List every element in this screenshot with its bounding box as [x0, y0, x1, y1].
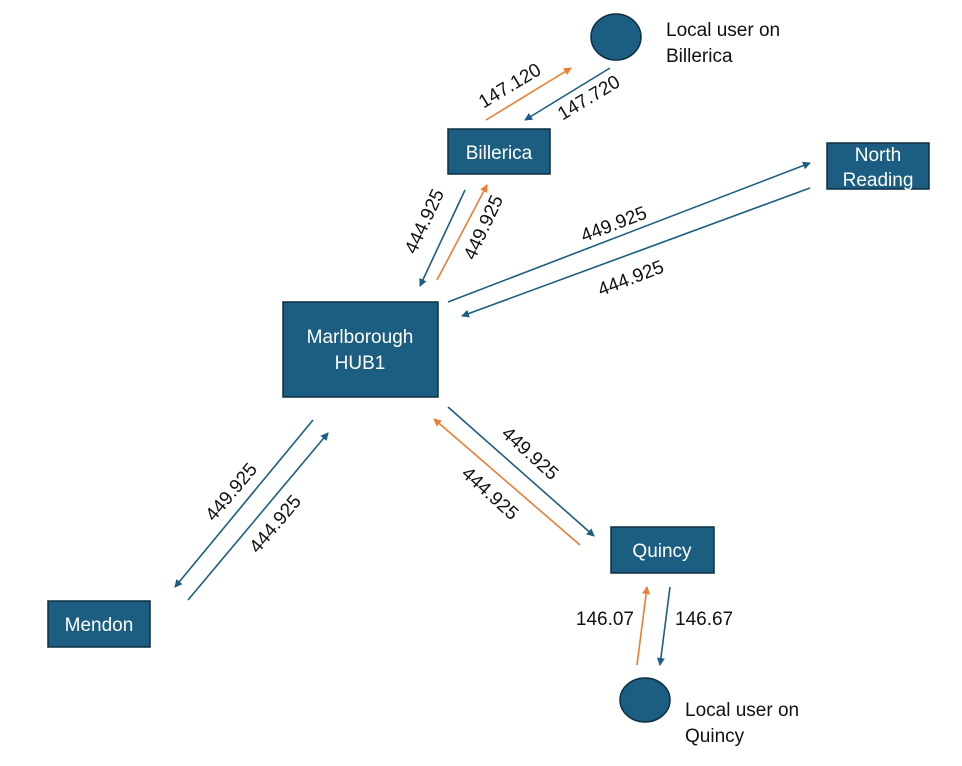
freq-hub-quincy-in: 444.925: [457, 463, 522, 525]
link-hub-north-reading-out: [447, 161, 811, 303]
link-quincy-user-down: [656, 586, 671, 666]
node-marlborough-hub1[interactable]: Marlborough HUB1: [282, 301, 439, 398]
freq-quincy-user-up: 146.07: [576, 609, 634, 630]
freq-hub-quincy-out: 449.925: [497, 423, 562, 485]
node-north-reading[interactable]: North Reading: [826, 142, 930, 191]
local-user-billerica-circle: [590, 13, 642, 61]
marlborough-label-line2: HUB1: [335, 353, 386, 374]
freq-billerica-user-down: 147.720: [554, 72, 624, 125]
node-local-user-quincy[interactable]: [619, 677, 671, 723]
north-reading-label-line1: North: [855, 145, 901, 166]
link-hub-billerica-up: [436, 184, 488, 281]
freq-hub-north-reading-out: 449.925: [578, 203, 650, 247]
local-user-billerica-caption-line2: Billerica: [666, 46, 733, 67]
marlborough-label-line1: Marlborough: [307, 327, 414, 348]
link-hub-quincy-out: [447, 406, 595, 537]
freq-hub-billerica-up: 449.925: [460, 192, 508, 263]
link-hub-mendon-in: [187, 432, 329, 601]
billerica-label: Billerica: [466, 143, 533, 164]
local-user-quincy-circle: [619, 677, 671, 723]
node-mendon[interactable]: Mendon: [47, 600, 151, 648]
north-reading-label-line2: Reading: [843, 170, 914, 191]
link-hub-quincy-in: [433, 418, 581, 546]
local-user-quincy-caption-line1: Local user on: [685, 700, 799, 721]
freq-hub-mendon-in: 444.925: [246, 491, 306, 557]
local-user-quincy-caption-line2: Quincy: [685, 726, 745, 747]
freq-quincy-user-down: 146.67: [675, 609, 733, 630]
link-quincy-user-up: [636, 586, 651, 666]
link-billerica-user-down: [524, 67, 611, 121]
quincy-label: Quincy: [632, 541, 692, 562]
mendon-label: Mendon: [65, 615, 134, 636]
node-billerica[interactable]: Billerica: [447, 128, 551, 175]
link-billerica-user-up: [485, 67, 572, 121]
link-hub-north-reading-in: [461, 187, 811, 318]
link-hub-billerica-down: [419, 189, 466, 287]
node-local-user-billerica[interactable]: [590, 13, 642, 61]
local-user-billerica-caption-line1: Local user on: [666, 20, 780, 41]
link-hub-mendon-out: [174, 419, 314, 588]
freq-hub-billerica-down: 444.925: [401, 186, 449, 257]
node-quincy[interactable]: Quincy: [610, 526, 715, 574]
